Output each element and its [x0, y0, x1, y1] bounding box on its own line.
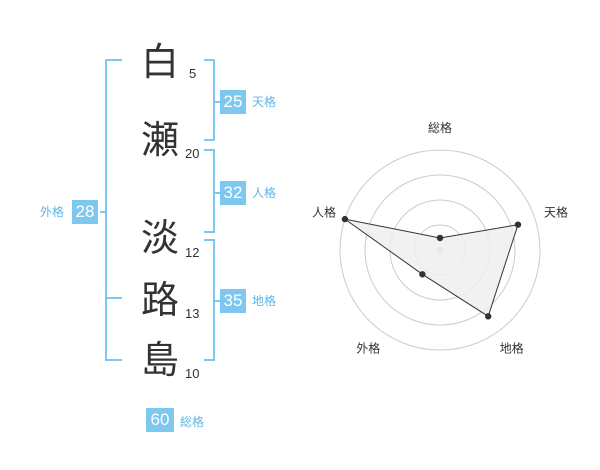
radar-ring-3 [364, 174, 516, 326]
radar-data-polygon [344, 218, 519, 318]
radar-ring-4 [339, 149, 541, 351]
name-char-5: 島 [140, 338, 179, 382]
jinkaku-label: 人格 [252, 186, 277, 200]
radar-point-1 [514, 221, 522, 228]
soukaku-label: 総格 [180, 415, 205, 429]
gaikaku-label: 外格 [40, 205, 65, 219]
gaikaku-value-badge: 28 [72, 200, 98, 224]
radar-point-3 [419, 271, 426, 278]
radar-axis-label-3: 外格 [356, 341, 380, 356]
stroke-count-2: 20 [185, 146, 200, 161]
radar-point-2 [484, 313, 492, 320]
stroke-count-5: 10 [185, 366, 200, 381]
tenkaku-label: 天格 [252, 95, 277, 109]
name-char-3: 淡 [140, 216, 179, 260]
chikaku-label: 地格 [252, 294, 277, 308]
name-char-2: 瀬 [140, 118, 179, 162]
stroke-count-4: 13 [185, 306, 200, 321]
jinkaku-value-badge: 32 [220, 181, 246, 205]
tenkaku-bracket [204, 59, 215, 141]
radar-axis-label-0: 総格 [428, 120, 452, 135]
name-char-1: 白 [140, 40, 179, 84]
soukaku-value-badge: 60 [146, 408, 174, 432]
tenkaku-value-badge: 25 [220, 90, 246, 114]
jinkaku-bracket [204, 149, 215, 233]
chikaku-value-badge: 35 [220, 289, 246, 313]
radar-axis-label-1: 天格 [544, 204, 568, 219]
name-char-4: 路 [140, 278, 179, 322]
radar-axis-label-4: 人格 [312, 204, 336, 219]
stroke-count-3: 12 [185, 245, 200, 260]
radar-point-0 [436, 234, 444, 242]
stroke-count-1: 5 [189, 66, 197, 81]
gaikaku-bracket [105, 59, 122, 361]
radar-point-4 [341, 215, 349, 223]
radar-axis-label-2: 地格 [500, 341, 524, 356]
